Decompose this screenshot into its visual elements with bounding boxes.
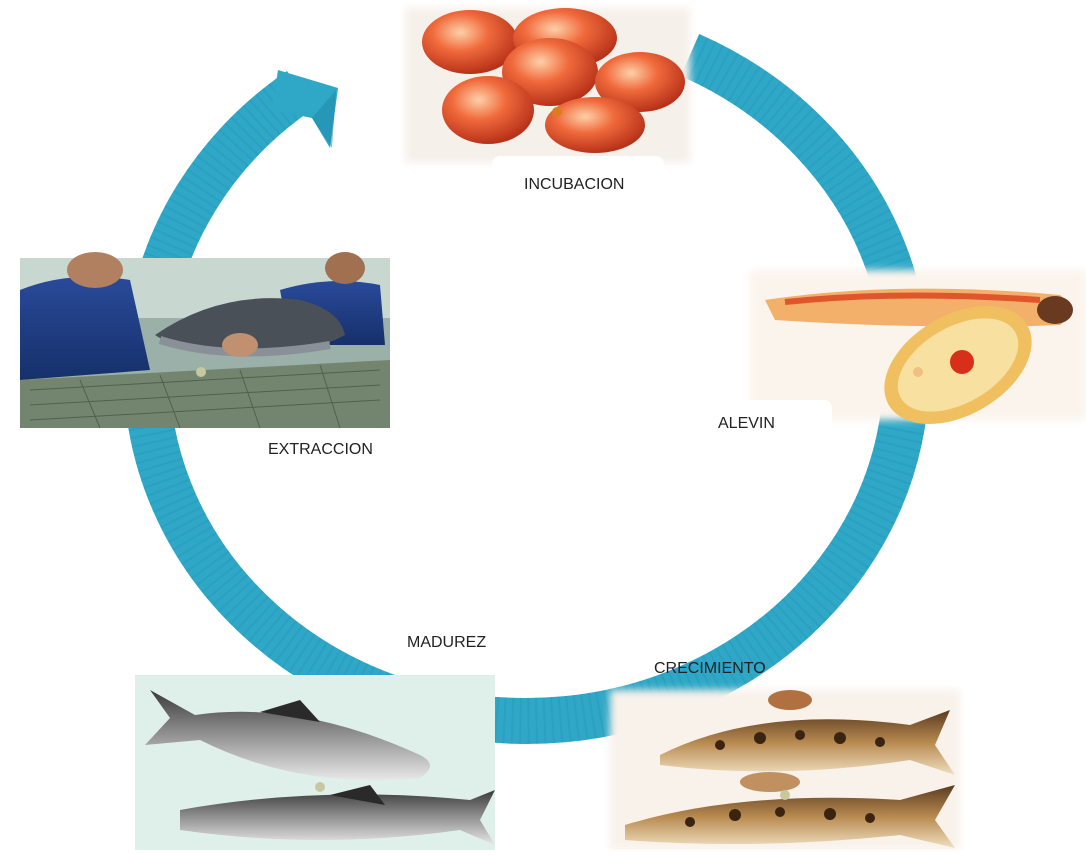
madurez-label: MADUREZ <box>407 634 486 652</box>
alevin-label: ALEVIN <box>718 415 775 433</box>
crecimiento-image <box>610 690 960 850</box>
crecimiento-label: CRECIMIENTO <box>654 660 766 678</box>
madurez-image <box>135 675 495 850</box>
extraccion-label: EXTRACCION <box>268 441 373 459</box>
extraccion-image <box>20 252 390 428</box>
incubacion-label: INCUBACION <box>524 176 624 194</box>
incubacion-image <box>405 8 690 163</box>
